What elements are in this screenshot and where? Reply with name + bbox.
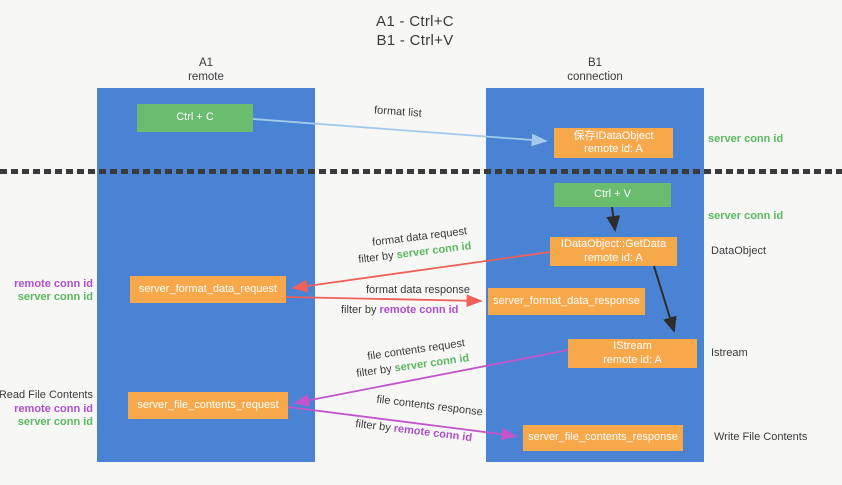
column-a1-subtitle: remote <box>188 71 224 83</box>
label-server-conn-id-right-1: server conn id <box>708 133 784 145</box>
title-line-1: A1 - Ctrl+C <box>376 13 454 30</box>
node-save-idataobject: 保存IDataObject remote id: A <box>554 128 673 158</box>
label-istream: Istream <box>711 347 748 359</box>
label-remote-conn-id-left-1: remote conn id <box>14 278 93 290</box>
node-ctrl-v-label: Ctrl + V <box>594 188 631 201</box>
node-getdata-line1: IDataObject::GetData <box>560 238 667 250</box>
label-dataobject: DataObject <box>711 245 767 257</box>
label-server-conn-id-left-2: server conn id <box>17 416 93 428</box>
node-istream-line2: remote id: A <box>603 353 662 366</box>
column-a1-name: A1 <box>198 57 214 69</box>
label-server-conn-id-left-1: server conn id <box>17 291 93 303</box>
label-remote-conn-id-left-2: remote conn id <box>14 403 93 415</box>
column-header-b1: B1 connection <box>486 56 704 84</box>
node-idataobject-getdata: IDataObject::GetData remote id: A <box>550 237 677 266</box>
label-format-list: format list <box>373 104 423 120</box>
label-format-data-response: format data response <box>366 284 470 296</box>
node-format-request-label: server_format_data_request <box>138 282 278 295</box>
remote-conn-id-text: remote conn id <box>379 304 459 316</box>
node-server-format-data-response: server_format_data_response <box>488 288 645 315</box>
column-b1-name: B1 <box>587 57 603 69</box>
node-save-idataobject-line1: 保存IDataObject <box>573 129 654 142</box>
arrow-format-data-response <box>285 294 483 308</box>
label-filter-by-remote-conn-id-2: filter by remote conn id <box>355 418 473 445</box>
node-server-file-contents-request: server_file_contents_request <box>128 392 288 419</box>
label-write-file-contents: Write File Contents <box>714 431 808 443</box>
node-server-format-data-request: server_format_data_request <box>130 276 286 303</box>
node-ctrl-c: Ctrl + C <box>137 104 253 132</box>
node-format-response-label: server_format_data_response <box>493 294 640 307</box>
remote-conn-id-text: remote conn id <box>393 422 473 445</box>
node-getdata-line2: remote id: A <box>584 251 643 264</box>
filter-by-text: filter by <box>357 249 395 266</box>
filter-by-text: filter by <box>354 417 392 435</box>
node-file-request-label: server_file_contents_request <box>137 398 279 411</box>
label-filter-by-remote-conn-id-1: filter by remote conn id <box>341 304 458 317</box>
dotted-separator-line <box>0 169 842 174</box>
column-b1-subtitle: connection <box>567 71 623 83</box>
filter-by-text: filter by <box>355 363 393 380</box>
diagram-title: A1 - Ctrl+C B1 - Ctrl+V <box>330 12 500 50</box>
label-server-conn-id-right-2: server conn id <box>708 210 784 222</box>
filter-by-text: filter by <box>341 304 377 316</box>
node-ctrl-v: Ctrl + V <box>554 183 671 207</box>
node-file-response-label: server_file_contents_response <box>528 431 678 444</box>
title-line-2: B1 - Ctrl+V <box>376 32 454 49</box>
column-header-a1: A1 remote <box>97 56 315 84</box>
label-read-file-contents: Read File Contents <box>0 389 93 401</box>
label-file-contents-response: file contents response <box>375 393 484 419</box>
node-save-idataobject-line2: remote id: A <box>584 143 643 155</box>
node-istream-line1: IStream <box>613 340 652 352</box>
node-server-file-contents-response: server_file_contents_response <box>523 425 683 451</box>
node-ctrl-c-label: Ctrl + C <box>176 111 214 124</box>
node-istream: IStream remote id: A <box>568 339 697 368</box>
